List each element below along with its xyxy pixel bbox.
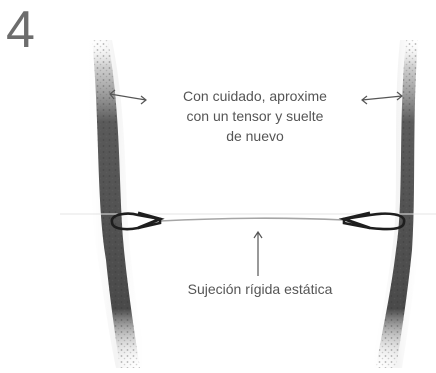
right-tree-strap <box>338 211 406 231</box>
instruction-line-1: Con cuidado, aproxime <box>183 88 327 104</box>
right-tree-trunk <box>370 40 424 368</box>
static-rope <box>159 217 345 222</box>
left-tree-trunk <box>84 40 148 368</box>
left-tree-strap <box>110 211 165 231</box>
double-arrow-right-icon <box>361 91 403 105</box>
up-arrow-icon <box>253 230 263 276</box>
step-number: 4 <box>6 1 35 59</box>
instruction-caption: Con cuidado, aproxime con un tensor y su… <box>150 86 360 146</box>
instruction-line-3: de nuevo <box>226 128 284 144</box>
static-tie-label: Sujeción rígida estática <box>187 281 333 297</box>
double-arrow-left-icon <box>109 89 147 105</box>
instruction-line-2: con un tensor y suelte <box>186 108 324 124</box>
